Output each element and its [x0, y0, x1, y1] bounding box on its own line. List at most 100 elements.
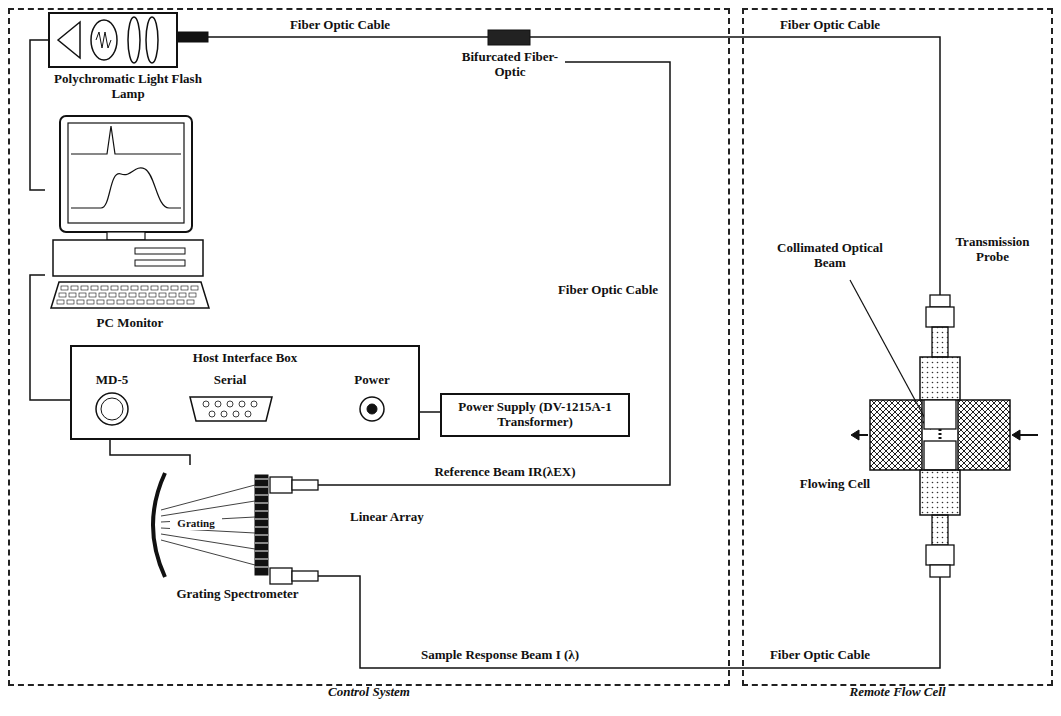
key — [101, 286, 108, 290]
key — [177, 300, 184, 304]
key — [97, 300, 104, 304]
cable-label: Reference Beam IR(λEX) — [431, 465, 578, 480]
key — [189, 293, 196, 297]
key — [131, 286, 138, 290]
node-label: Polychromatic Light Flash Lamp — [38, 72, 218, 102]
filament — [96, 32, 111, 48]
key — [111, 286, 118, 290]
key — [79, 293, 86, 297]
serial-pin — [233, 411, 239, 417]
probe-body — [920, 357, 960, 400]
annotation-label: Flowing Cell — [797, 477, 873, 492]
array-pixel — [255, 559, 268, 560]
reflector — [58, 22, 80, 58]
serial-pin — [227, 401, 233, 407]
key — [129, 293, 136, 297]
diffracted-ray — [161, 540, 255, 565]
probe-nut — [930, 295, 950, 307]
node-label: Bifurcated Fiber-Optic — [455, 50, 565, 80]
key — [137, 300, 144, 304]
fiber-connector-line — [110, 440, 190, 465]
serial-pin — [221, 411, 227, 417]
serial-pin — [209, 411, 215, 417]
key — [179, 293, 186, 297]
interface-box: Host Interface BoxMD-5 Serial Power — [70, 345, 420, 440]
cable-label: Fiber Optic Cable — [287, 18, 393, 33]
serial-pin — [245, 411, 251, 417]
key — [151, 286, 158, 290]
transmission-probe-art — [850, 235, 1040, 620]
part-label: Power — [342, 373, 402, 388]
monitor-stand — [107, 232, 145, 240]
annotation-label: Fiber Optic Cable — [767, 648, 873, 663]
probe-tip — [924, 400, 956, 429]
part-label: Linear Array — [350, 510, 450, 525]
key — [61, 286, 68, 290]
flow-cell-block — [870, 400, 922, 470]
key — [67, 300, 74, 304]
keyboard — [51, 282, 209, 308]
fiber-connector-line — [420, 411, 440, 413]
serial-pin — [239, 401, 245, 407]
serial-pin — [251, 401, 257, 407]
part-label: MD-5 — [82, 373, 142, 388]
fiber-stub — [530, 36, 565, 38]
key — [167, 300, 174, 304]
grating-spectrometer: GratingLinear ArrayGrating Spectrometer — [135, 465, 340, 606]
key — [99, 293, 106, 297]
fiber-stub — [939, 235, 941, 295]
flash-lamp: Polychromatic Light Flash Lamp — [48, 12, 208, 106]
part-label: Serial — [187, 373, 273, 388]
drive-slot — [135, 260, 185, 266]
array-pixel — [255, 487, 268, 488]
drive-slot — [135, 248, 185, 254]
monitor-screen — [68, 123, 184, 223]
key — [57, 300, 64, 304]
key — [109, 293, 116, 297]
serial-pin — [203, 401, 209, 407]
fiber-coupler: Bifurcated Fiber-Optic — [455, 26, 565, 84]
key — [107, 300, 114, 304]
key — [87, 300, 94, 304]
md5-port — [96, 393, 128, 425]
power-supply-box: Power Supply (DV-1215A-1 Transformer) — [440, 393, 630, 437]
array-pixel — [255, 519, 268, 520]
key — [191, 286, 198, 290]
key — [91, 286, 98, 290]
region-label: Remote Flow Cell — [744, 685, 1051, 700]
array-pixel — [255, 495, 268, 496]
fiber-connector-line — [30, 40, 48, 190]
grating-spectrometer-art — [135, 465, 340, 587]
transmission-probe: Transmission Probe — [850, 235, 1040, 620]
array-pixel — [255, 511, 268, 512]
flow-cell-block — [958, 400, 1010, 470]
probe-nut — [926, 545, 954, 565]
key — [181, 286, 188, 290]
fiber-coupler-art — [455, 26, 565, 48]
key — [187, 300, 194, 304]
lens — [128, 17, 140, 63]
key — [161, 286, 168, 290]
node-label: Power Supply (DV-1215A-1 Transformer) — [450, 400, 620, 430]
fiber-stub — [455, 36, 488, 38]
probe-tip — [924, 441, 956, 470]
node-label: Host Interface Box — [72, 351, 418, 366]
diffracted-ray — [161, 485, 255, 510]
key — [117, 300, 124, 304]
key — [141, 286, 148, 290]
monitor-frame — [60, 116, 192, 232]
key — [59, 293, 66, 297]
diffracted-ray — [161, 534, 255, 549]
probe-tube — [932, 515, 948, 545]
fiber-connector-line — [208, 36, 455, 38]
cable-label: Sample Response Beam I (λ) — [418, 648, 582, 663]
fiber-connector — [270, 477, 292, 493]
key — [147, 300, 154, 304]
serial-pin — [215, 401, 221, 407]
lamp-housing — [49, 13, 177, 67]
pc-monitor: PC Monitor — [45, 112, 215, 335]
array-pixel — [255, 479, 268, 480]
key — [119, 293, 126, 297]
annotation-label: Collimated Optical Beam — [767, 241, 893, 271]
